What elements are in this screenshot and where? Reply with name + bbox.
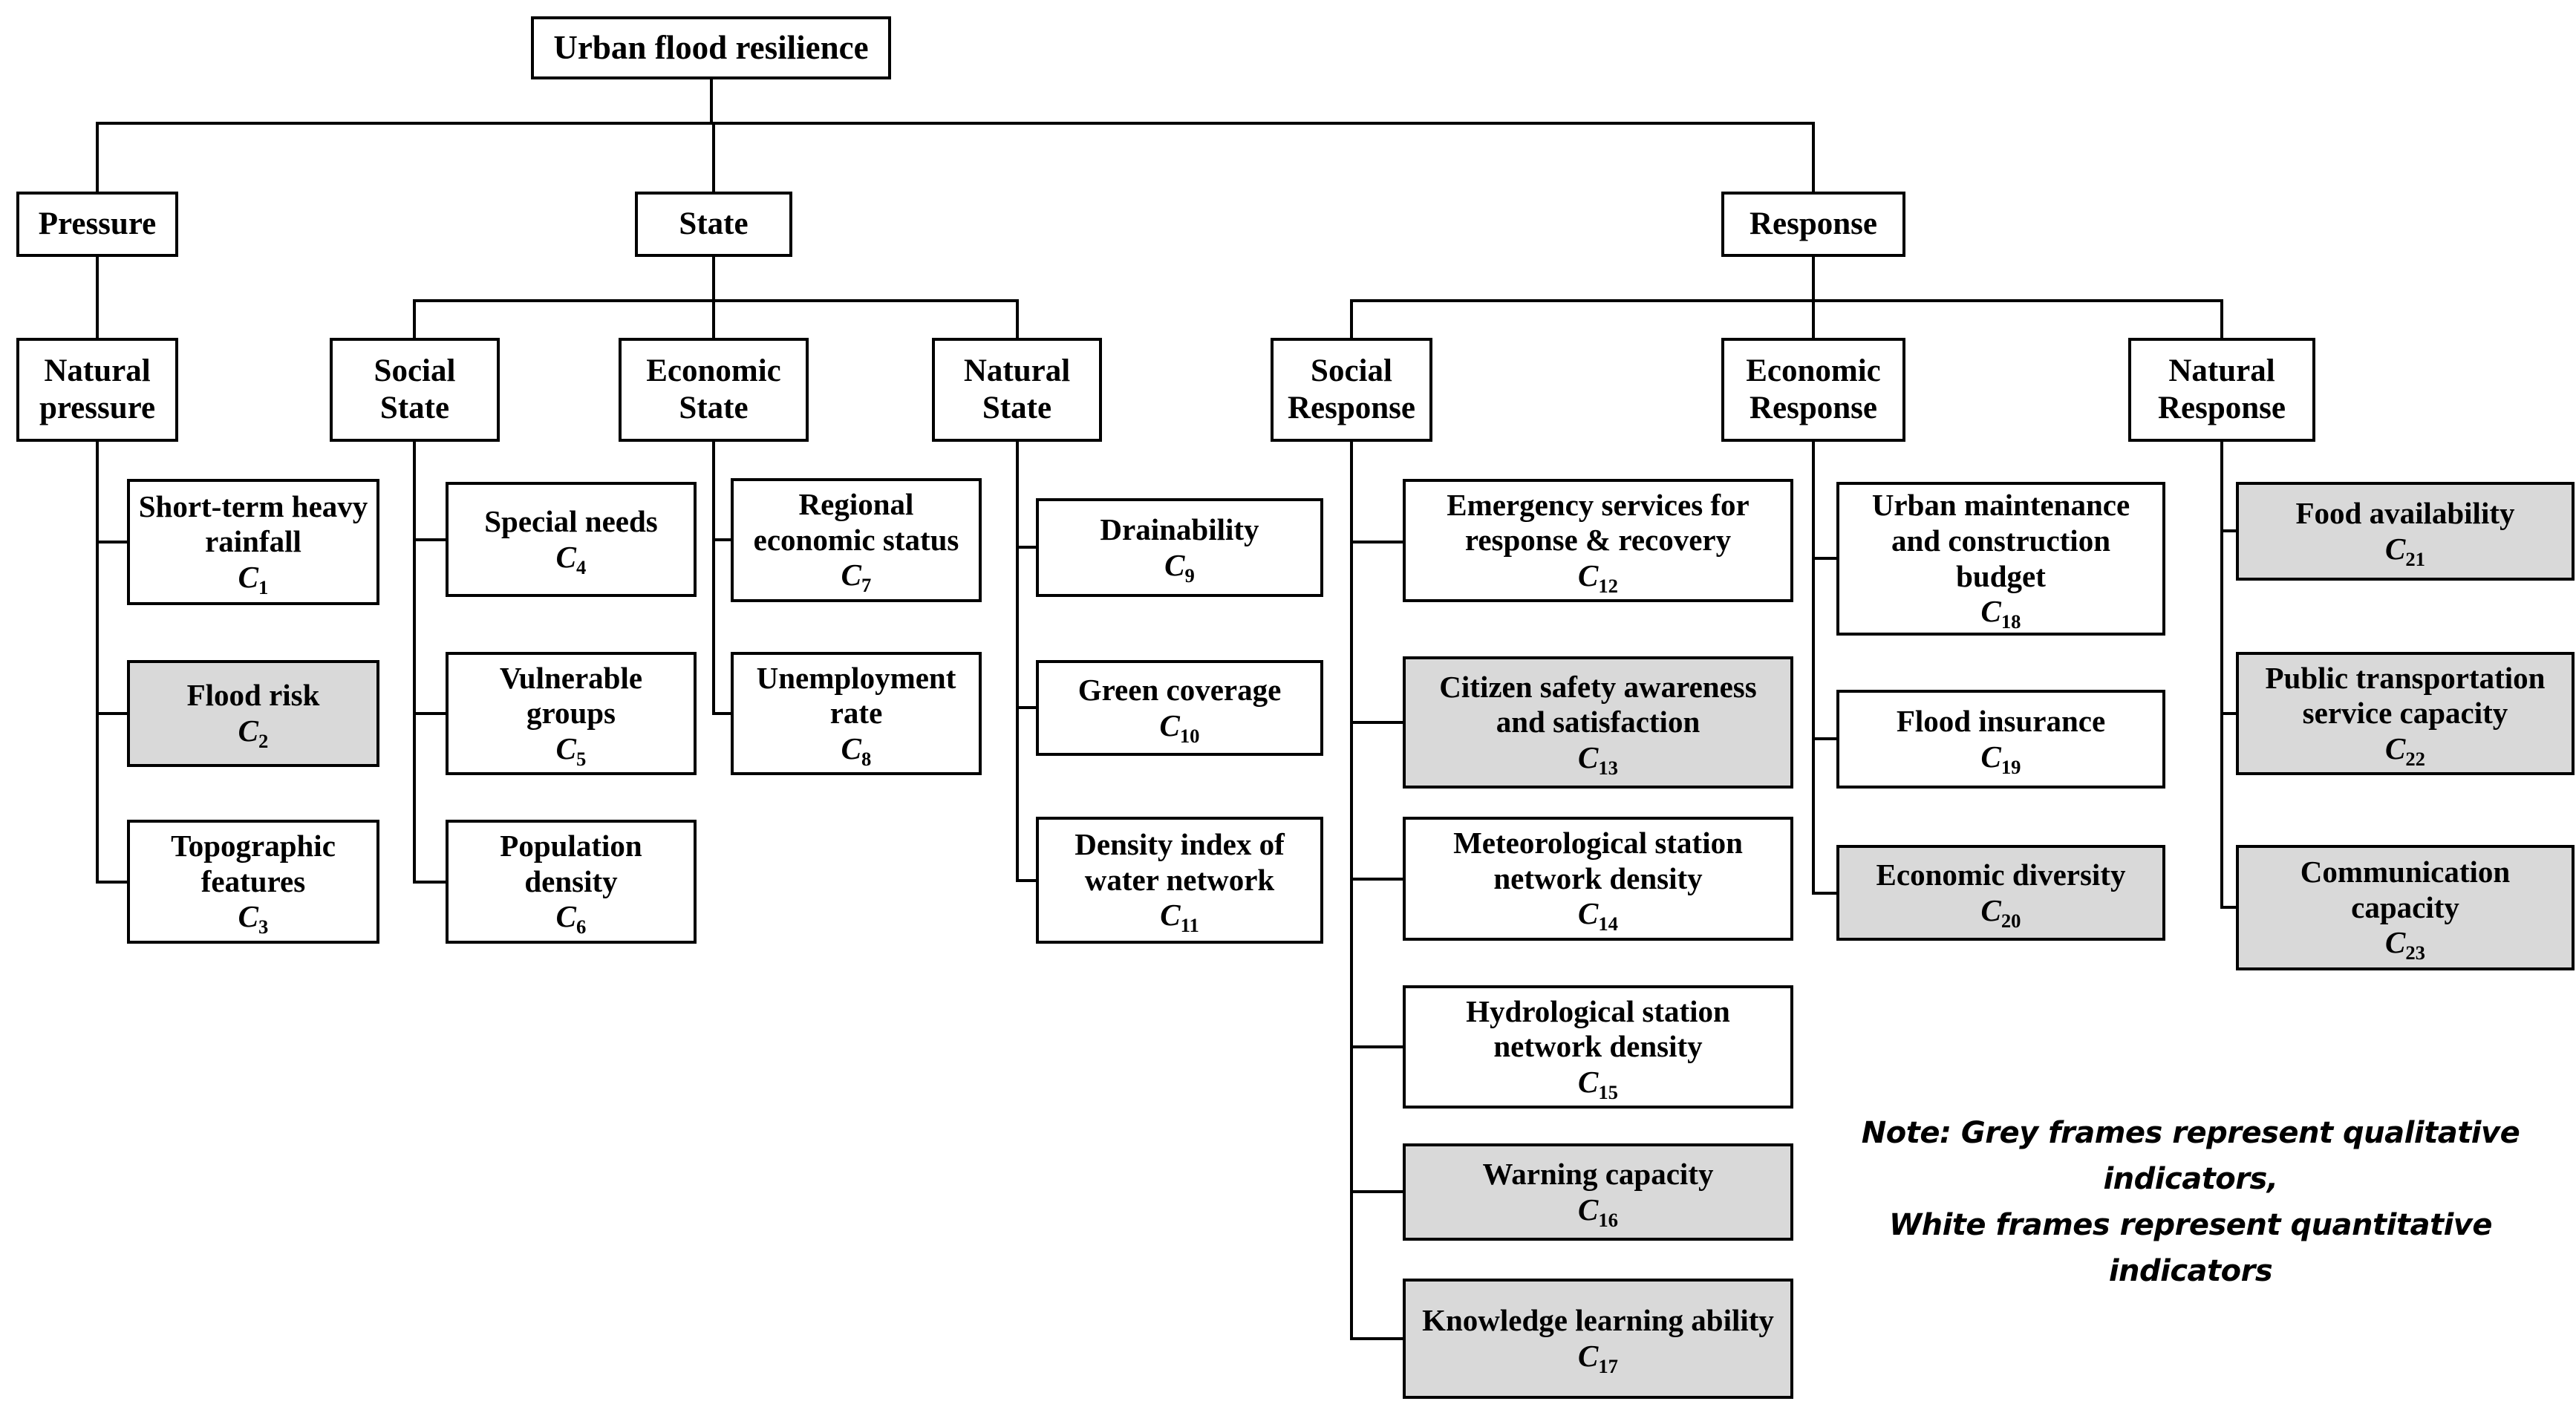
indicator-c2-code: C2 [238,714,269,753]
indicator-c16-label: Warning capacity [1482,1156,1714,1191]
indicator-c12-label: Emergency services for response & recove… [1447,487,1750,558]
indicator-c9-code: C9 [1164,547,1195,587]
node-state-label: State [679,206,749,242]
indicator-c4-code: C4 [555,539,587,578]
indicator-c8-label: Unemployment rate [756,660,956,731]
node-state: State [635,192,792,257]
indicator-c22: Public transportation service capacity C… [2236,652,2575,775]
indicator-c13-label: Citizen safety awareness and satisfactio… [1439,669,1757,740]
indicator-c9-label: Drainability [1100,512,1259,546]
indicator-c18-code: C18 [1980,594,2021,633]
indicator-c17: Knowledge learning ability C17 [1403,1279,1793,1399]
indicator-c3-code: C3 [238,899,269,938]
indicator-c13-code: C13 [1578,740,1618,779]
indicator-c15-code: C15 [1578,1064,1618,1103]
node-economic-response-label: Economic Response [1746,353,1881,425]
node-natural-response-label: Natural Response [2157,353,2286,425]
indicator-c20-code: C20 [1980,892,2021,932]
indicator-c11-label: Density index of water network [1075,827,1285,897]
indicator-c19-label: Flood insurance [1896,703,2106,738]
indicator-c14-code: C14 [1578,896,1618,936]
node-social-state-label: Social State [374,353,456,425]
node-urban-flood-resilience: Urban flood resilience [531,16,891,79]
indicator-c9: Drainability C9 [1036,498,1323,597]
indicator-c19: Flood insurance C19 [1836,690,2165,789]
indicator-c7-label: Regional economic status [753,487,959,557]
indicator-c3-label: Topographic features [171,829,336,898]
legend-note-line1: Note: Grey frames represent qualitative … [1861,1116,2520,1196]
indicator-c7: Regional economic status C7 [731,478,982,602]
indicator-c7-code: C7 [841,558,872,597]
indicator-c6-label: Population density [500,829,642,898]
node-natural-pressure: Natural pressure [16,338,178,442]
node-economic-response: Economic Response [1721,338,1905,442]
indicator-c10-code: C10 [1159,708,1200,747]
indicator-c5-code: C5 [555,731,587,770]
indicator-c11: Density index of water network C11 [1036,817,1323,944]
indicator-c3: Topographic features C3 [127,820,379,944]
indicator-c17-label: Knowledge learning ability [1422,1303,1774,1338]
node-response-label: Response [1749,206,1878,242]
indicator-c1: Short-term heavy rainfall C1 [127,479,379,605]
indicator-c20-label: Economic diversity [1876,857,2126,892]
indicator-c19-code: C19 [1980,739,2021,778]
node-economic-state: Economic State [619,338,809,442]
indicator-c11-code: C11 [1160,898,1199,937]
indicator-c1-code: C1 [238,559,269,598]
indicator-c5-label: Vulnerable groups [499,660,643,731]
indicator-c23: Communication capacity C23 [2236,845,2575,970]
indicator-c15-label: Hydrological station network density [1466,993,1730,1064]
indicator-c22-code: C22 [2385,731,2425,770]
indicator-c4-label: Special needs [484,503,658,538]
node-natural-state: Natural State [932,338,1102,442]
node-economic-state-label: Economic State [646,353,781,425]
indicator-c13: Citizen safety awareness and satisfactio… [1403,656,1793,789]
indicator-c14: Meteorological station network density C… [1403,817,1793,941]
indicator-c4: Special needs C4 [446,482,697,597]
indicator-c16: Warning capacity C16 [1403,1143,1793,1241]
indicator-c20: Economic diversity C20 [1836,845,2165,941]
indicator-c10: Green coverage C10 [1036,660,1323,756]
legend-note-line2: White frames represent quantitative indi… [1888,1208,2493,1288]
indicator-c2: Flood risk C2 [127,660,379,767]
indicator-c1-label: Short-term heavy rainfall [138,489,368,559]
node-urban-flood-resilience-label: Urban flood resilience [553,29,869,67]
node-natural-state-label: Natural State [963,353,1071,425]
indicator-c6-code: C6 [555,899,587,938]
indicator-c12-code: C12 [1578,558,1618,597]
node-pressure: Pressure [16,192,178,257]
indicator-c23-code: C23 [2385,925,2425,964]
indicator-c16-code: C16 [1578,1192,1618,1231]
indicator-c21: Food availability C21 [2236,482,2575,581]
indicator-c6: Population density C6 [446,820,697,944]
indicator-c22-label: Public transportation service capacity [2265,660,2546,731]
indicator-c8: Unemployment rate C8 [731,652,982,775]
node-response: Response [1721,192,1905,257]
node-pressure-label: Pressure [38,206,157,242]
indicator-c21-code: C21 [2384,531,2425,570]
node-social-response: Social Response [1271,338,1432,442]
node-social-response-label: Social Response [1287,353,1416,425]
indicator-c5: Vulnerable groups C5 [446,652,697,775]
indicator-c21-label: Food availability [2295,495,2515,530]
indicator-c18-label: Urban maintenance and construction budge… [1871,488,2130,593]
indicator-c8-code: C8 [841,731,872,770]
indicator-c12: Emergency services for response & recove… [1403,479,1793,602]
legend-note: Note: Grey frames represent qualitative … [1819,1110,2562,1294]
indicator-c17-code: C17 [1578,1339,1618,1378]
node-natural-pressure-label: Natural pressure [39,353,156,425]
node-social-state: Social State [330,338,500,442]
indicator-c2-label: Flood risk [186,678,320,713]
indicator-c23-label: Communication capacity [2300,855,2511,924]
node-natural-response: Natural Response [2128,338,2315,442]
indicator-c18: Urban maintenance and construction budge… [1836,482,2165,636]
indicator-c10-label: Green coverage [1077,672,1282,707]
indicator-c15: Hydrological station network density C15 [1403,985,1793,1109]
indicator-c14-label: Meteorological station network density [1453,826,1743,895]
